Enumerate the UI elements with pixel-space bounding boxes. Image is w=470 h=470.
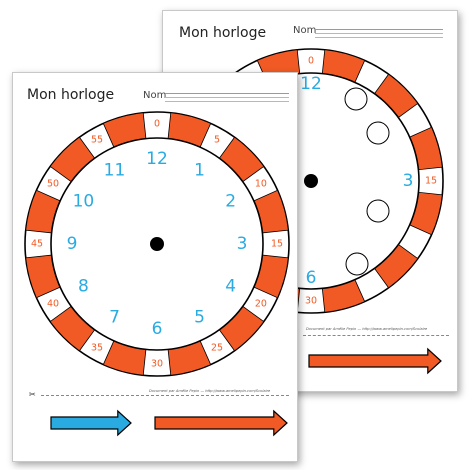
minute-label: 15: [271, 239, 283, 250]
hour-label: 8: [78, 277, 89, 297]
hour-label: 2: [225, 192, 236, 212]
back-title: Mon horloge: [179, 25, 267, 41]
back-arrow: [308, 347, 442, 375]
minute-label: 40: [47, 299, 59, 310]
scissors-icon: ✂: [29, 390, 36, 399]
arrow-shape: [154, 409, 288, 437]
orange-arrow-icon: [154, 409, 288, 437]
minute-label: 50: [47, 179, 59, 190]
hour-label: 6: [152, 319, 163, 339]
hand-hole-circle: [344, 87, 368, 111]
hour-label: 9: [67, 234, 78, 254]
hour-label: 11: [104, 160, 126, 180]
hour-label: 3: [237, 234, 248, 254]
front-title: Mon horloge: [27, 87, 115, 103]
minute-label: 30: [305, 296, 317, 307]
minute-label: 35: [91, 342, 103, 353]
arrow-shape: [308, 347, 442, 375]
minute-label: 20: [255, 299, 267, 310]
back-credit: Document par Amélie Pepin — http://www.a…: [306, 327, 428, 331]
minute-label: 30: [151, 359, 163, 370]
minute-label: 0: [308, 56, 314, 67]
back-name-lines: [315, 29, 443, 38]
blue-arrow-icon: [50, 409, 132, 437]
front-name-label: Nom: [143, 90, 167, 101]
minute-label: 15: [425, 176, 437, 187]
hand-hole-circle: [345, 252, 369, 276]
back-cut-line: [303, 335, 449, 336]
minute-label: 55: [91, 135, 103, 146]
hour-label: 10: [73, 192, 95, 212]
hour-label: 12: [300, 74, 322, 94]
hour-label: 4: [225, 277, 236, 297]
hour-label: 5: [194, 308, 205, 328]
front-cut-line: [41, 395, 289, 396]
front-arrows: [50, 409, 288, 437]
minute-label: 10: [255, 179, 267, 190]
front-credit: Document par Amélie Pepin — http://www.a…: [149, 389, 271, 393]
minute-label: 0: [154, 119, 160, 130]
hour-label: 1: [194, 160, 205, 180]
hour-label: 3: [403, 171, 414, 191]
hour-label: 6: [306, 268, 317, 288]
hour-label: 12: [146, 149, 168, 169]
minute-label: 5: [214, 135, 220, 146]
clock-center-dot: [150, 237, 164, 251]
minute-label: 25: [211, 342, 223, 353]
minute-label: 45: [31, 239, 43, 250]
front-name-lines: [165, 93, 289, 102]
arrow-shape: [50, 409, 132, 437]
back-name-label: Nom: [293, 25, 317, 36]
clock-center-dot: [304, 174, 318, 188]
hand-hole-circle: [366, 121, 390, 145]
hand-hole-circle: [366, 199, 390, 223]
orange-arrow-icon: [308, 347, 442, 375]
hour-label: 7: [109, 308, 120, 328]
